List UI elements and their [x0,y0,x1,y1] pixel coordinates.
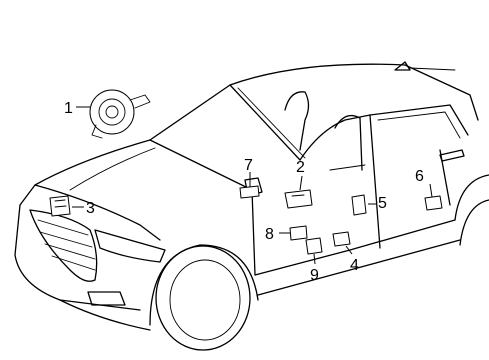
callout-7: 7 [244,157,253,174]
center-sensor-part [284,189,313,209]
callout-3: 3 [86,200,95,217]
callout-5: 5 [378,195,387,212]
side-sensor-part [351,194,367,216]
module-part [239,185,260,199]
car-body [14,61,489,351]
clock-spring-part [89,89,151,139]
callout-6: 6 [415,168,424,185]
front-sensor-part [49,195,71,217]
callout-1: 1 [64,100,73,117]
rear-sensor-part [424,195,443,211]
part-4 [332,231,351,247]
part-9 [305,237,323,255]
callout-2: 2 [296,159,305,176]
part-8 [289,225,308,241]
callout-8: 8 [265,226,274,243]
callout-9: 9 [310,267,319,284]
leader-lines [72,106,433,265]
callout-4: 4 [350,257,359,274]
